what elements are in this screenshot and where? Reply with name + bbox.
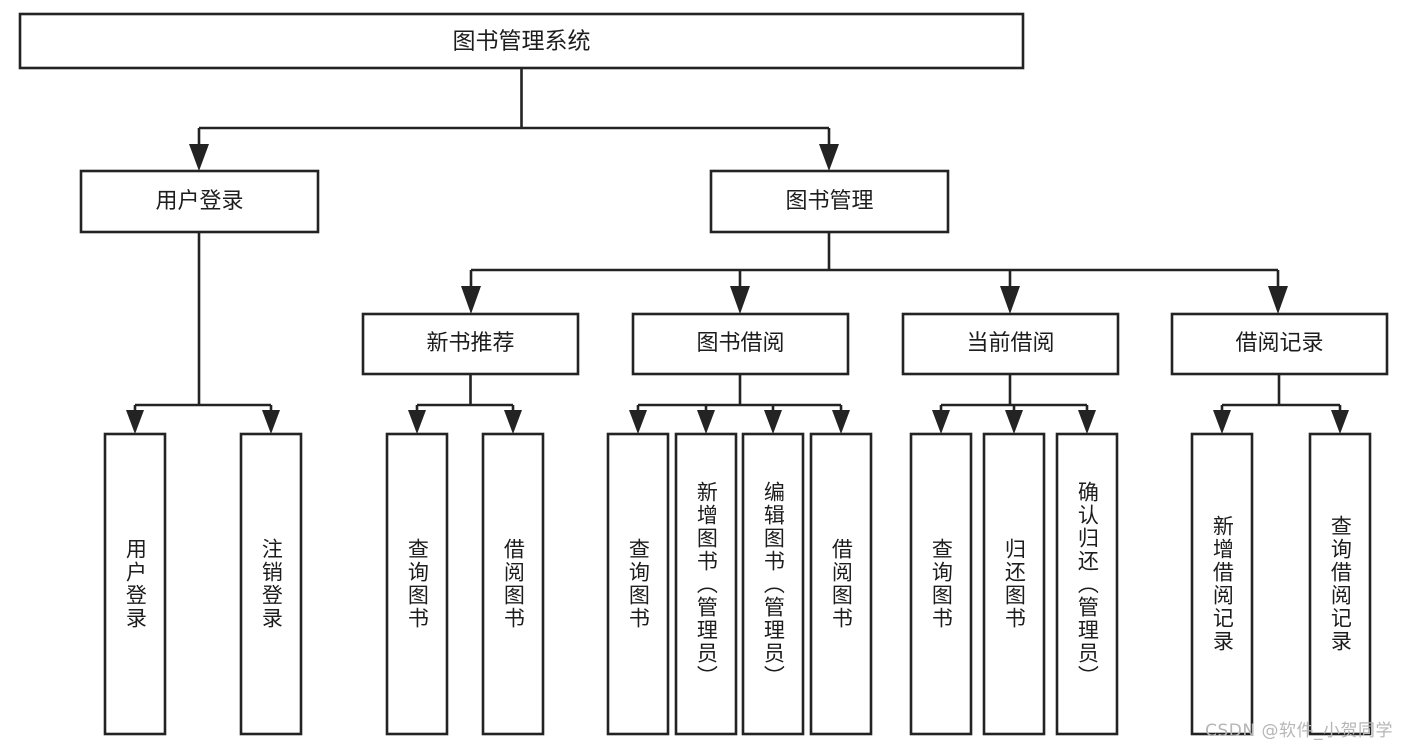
node-leaf-query-book-1-box[interactable] [385, 432, 449, 736]
arrow-current-to-return [1005, 410, 1023, 434]
node-leaf-add-book-box[interactable] [674, 432, 738, 736]
node-book-borrow-label: 图书借阅 [696, 331, 784, 356]
node-leaf-query-book-2-box[interactable] [606, 432, 670, 736]
arrow-newbook-to-borrow [504, 410, 522, 434]
node-book-borrow-box[interactable] [631, 312, 850, 376]
arrow-current-to-query [932, 410, 950, 434]
node-borrow-record-label: 借阅记录 [1235, 331, 1323, 356]
node-borrow-record-box[interactable] [1170, 312, 1389, 376]
arrow-borrow-to-query [629, 410, 647, 434]
arrow-record-to-add [1213, 410, 1231, 434]
node-book-management-label: 图书管理 [785, 189, 873, 214]
arrow-borrow-to-edit [764, 410, 782, 434]
node-user-login-label: 用户登录 [155, 189, 243, 214]
node-leaf-return-book-box[interactable] [982, 432, 1046, 736]
arrow-bookmgmt-to-borrow [730, 286, 750, 314]
arrow-newbook-to-query [408, 410, 426, 434]
node-current-borrow-box[interactable] [901, 312, 1120, 376]
arrow-userlogin-to-login [126, 410, 144, 434]
arrow-current-to-confirm [1078, 410, 1096, 434]
arrow-bookmgmt-to-record [1268, 286, 1288, 314]
node-root-label: 图书管理系统 [453, 29, 591, 55]
arrow-record-to-query [1331, 410, 1349, 434]
node-layer: 图书管理系统 用户登录 图书管理 新书推荐 图书借阅 当前借阅 借阅记录 [18, 12, 1389, 736]
node-leaf-borrow-book-2-box[interactable] [809, 432, 873, 736]
node-book-management-box[interactable] [709, 169, 950, 234]
arrow-root-to-user-login [189, 144, 209, 171]
csdn-watermark: CSDN @软件_小贺同学 [1205, 721, 1393, 741]
node-leaf-user-login-box[interactable] [103, 432, 167, 736]
node-leaf-logout-box[interactable] [239, 432, 303, 736]
arrow-bookmgmt-to-newbook [461, 286, 481, 314]
node-new-book-recommend-box[interactable] [361, 312, 580, 376]
node-leaf-borrow-book-1-box[interactable] [481, 432, 545, 736]
arrow-userlogin-to-logout [262, 410, 280, 434]
arrow-root-to-book-mgmt [819, 144, 839, 171]
node-new-book-recommend-label: 新书推荐 [426, 331, 514, 356]
connector-layer [126, 68, 1349, 434]
node-root-box[interactable] [18, 12, 1025, 70]
node-current-borrow-label: 当前借阅 [966, 331, 1054, 356]
node-user-login-box[interactable] [79, 169, 320, 234]
arrow-bookmgmt-to-current [1000, 286, 1020, 314]
node-leaf-query-book-3-box[interactable] [909, 432, 973, 736]
node-leaf-confirm-return-box[interactable] [1055, 432, 1119, 736]
node-leaf-add-record-box[interactable] [1190, 432, 1254, 736]
arrow-borrow-to-add [697, 410, 715, 434]
arrow-borrow-to-lend [832, 410, 850, 434]
node-leaf-query-record-box[interactable] [1308, 432, 1372, 736]
node-leaf-edit-book-box[interactable] [741, 432, 805, 736]
